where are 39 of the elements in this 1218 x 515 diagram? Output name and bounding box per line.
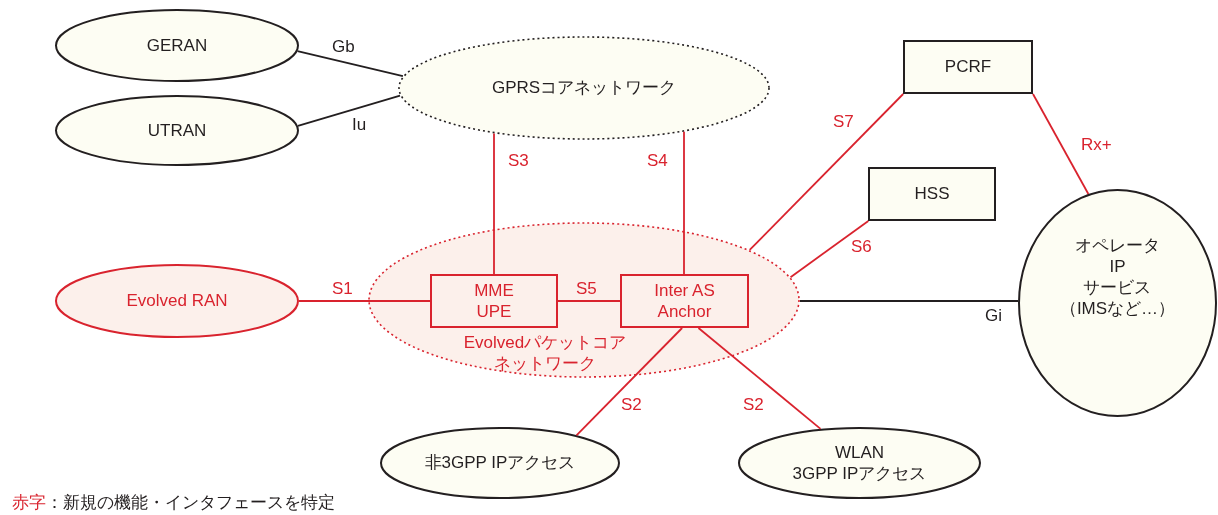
network-label: Evolvedパケットコアネットワーク: [463, 331, 627, 375]
connector-line: [683, 130, 685, 275]
connector-line: [298, 300, 431, 302]
interface-label: Gb: [332, 38, 355, 55]
connector-line: [557, 300, 621, 302]
network-ellipse: Evolved RAN: [55, 264, 299, 338]
interface-label: S7: [833, 113, 854, 130]
network-ellipse: GERAN: [55, 9, 299, 82]
connector-line: [697, 327, 822, 430]
note-text: ：新規の機能・インタフェースを特定: [46, 494, 335, 511]
access-ellipse: 非3GPP IPアクセス: [380, 427, 620, 499]
interface-label: S3: [508, 152, 529, 169]
interface-label: S1: [332, 280, 353, 297]
interface-label: Iu: [352, 116, 367, 133]
core-network-ellipse: GPRSコアネットワーク: [398, 36, 770, 140]
function-box: HSS: [868, 167, 996, 221]
network-ellipse: UTRAN: [55, 95, 299, 166]
connector-line: [1032, 93, 1090, 195]
interface-label: Rx+: [1081, 136, 1112, 153]
connector-line: [296, 50, 404, 78]
interface-label: S2: [743, 396, 764, 413]
connector-line: [748, 93, 905, 251]
function-box: Inter AS Anchor: [620, 274, 749, 328]
connector-line: [799, 300, 1019, 302]
connector-line: [575, 327, 683, 437]
function-box: MME UPE: [430, 274, 558, 328]
interface-label: S4: [647, 152, 668, 169]
connector-line: [493, 132, 495, 275]
interface-label: S2: [621, 396, 642, 413]
access-ellipse: WLAN 3GPP IPアクセス: [738, 427, 981, 499]
function-box: PCRF: [903, 40, 1033, 94]
interface-label: S5: [576, 280, 597, 297]
core-network-ellipse: [368, 222, 800, 378]
interface-label: S6: [851, 238, 872, 255]
connector-line: [297, 94, 401, 127]
connector-line: [789, 220, 870, 279]
note-key: 赤字: [12, 494, 46, 511]
service-ellipse: オペレータ IP サービス（IMSなど…）: [1018, 189, 1217, 417]
interface-label: Gi: [985, 307, 1002, 324]
